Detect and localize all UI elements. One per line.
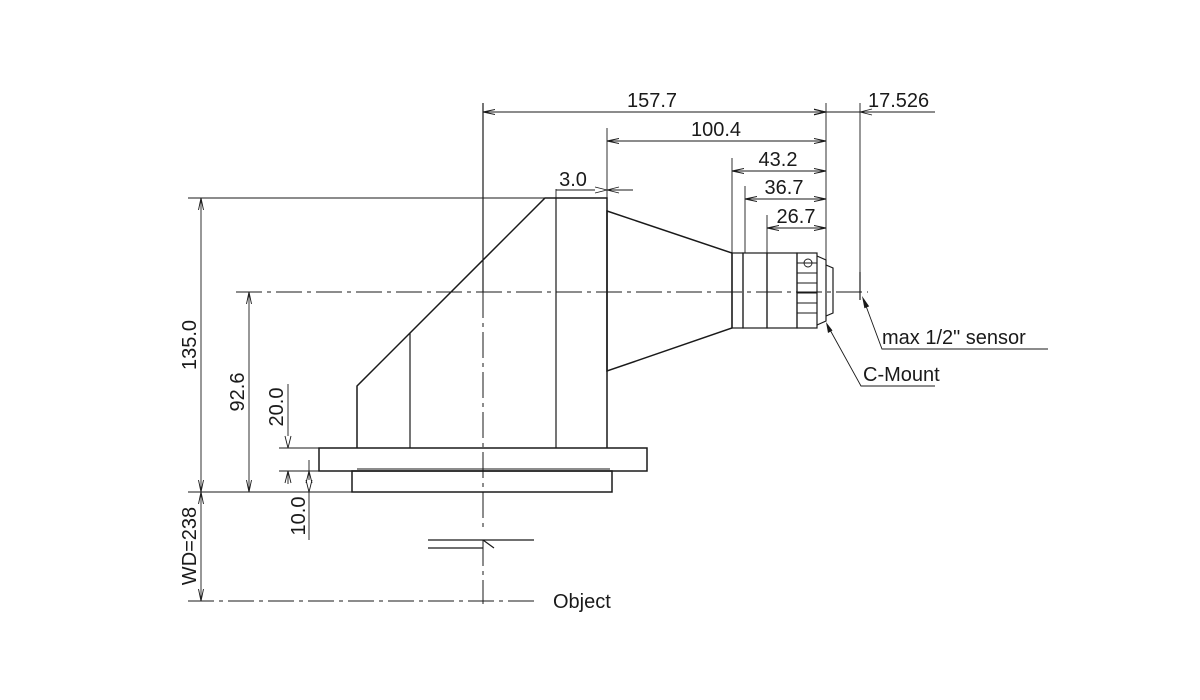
dim-36-7: 36.7 bbox=[765, 177, 804, 199]
lens-cone bbox=[606, 209, 733, 373]
sensor-callout: max 1/2" sensor bbox=[882, 327, 1026, 349]
break-symbol bbox=[428, 539, 534, 549]
bottom-window bbox=[351, 470, 613, 493]
c-mount-thread bbox=[816, 255, 827, 326]
prism-housing-outline bbox=[356, 197, 608, 448]
knurled-ring bbox=[796, 252, 818, 329]
dim-100-4: 100.4 bbox=[691, 119, 741, 141]
barrel-ring-2 bbox=[742, 252, 768, 329]
horizontal-dimensions: 157.7 17.526 100.4 43.2 36.7 26.7 3.0 bbox=[483, 90, 935, 272]
dim-wd: WD=238 bbox=[179, 507, 201, 585]
sensor-leader-arrow bbox=[862, 296, 870, 309]
callouts: max 1/2" sensor C-Mount Object bbox=[553, 296, 1048, 613]
focus-ring bbox=[766, 252, 798, 329]
dim-92-6: 92.6 bbox=[227, 373, 249, 412]
vertical-dimensions: 135.0 92.6 20.0 10.0 WD=238 bbox=[179, 197, 545, 601]
lens-body bbox=[318, 197, 861, 493]
mount-flange-tip bbox=[825, 264, 834, 317]
mount-leader-line bbox=[828, 327, 935, 387]
dim-135-0: 135.0 bbox=[179, 320, 201, 370]
object-label: Object bbox=[553, 591, 611, 613]
dim-17-526: 17.526 bbox=[868, 90, 929, 112]
mount-callout: C-Mount bbox=[863, 364, 940, 386]
mount-leader-arrow bbox=[826, 322, 833, 333]
dim-43-2: 43.2 bbox=[759, 149, 798, 171]
sensor-leader-line bbox=[865, 305, 1048, 350]
dim-3-0: 3.0 bbox=[559, 169, 587, 191]
dim-157-7: 157.7 bbox=[627, 90, 677, 112]
barrel-ring-1 bbox=[731, 252, 744, 329]
centerlines bbox=[188, 103, 868, 604]
lock-screw bbox=[803, 258, 813, 268]
dim-10-0: 10.0 bbox=[288, 497, 310, 536]
dim-20-0: 20.0 bbox=[266, 388, 288, 427]
dim-26-7: 26.7 bbox=[777, 206, 816, 228]
